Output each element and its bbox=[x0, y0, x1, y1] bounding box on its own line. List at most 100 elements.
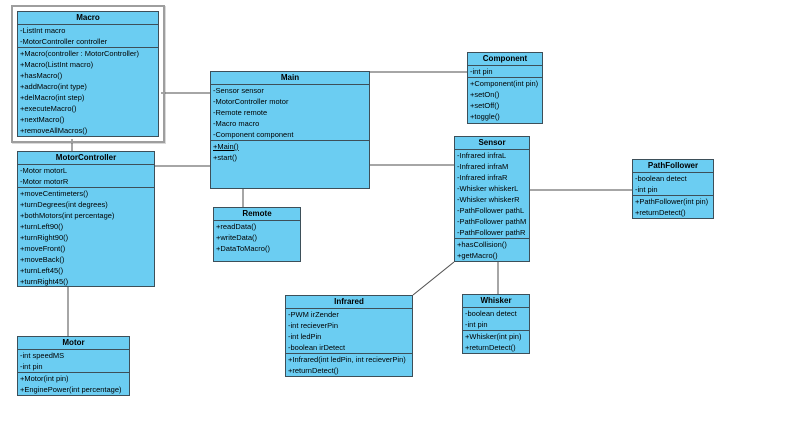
attribute-row: -boolean detect bbox=[465, 309, 517, 318]
class-main[interactable]: Main -Sensor sensor-MotorController moto… bbox=[210, 71, 370, 189]
class-attributes: -boolean detect -int pin bbox=[463, 308, 529, 331]
method-row: +Motor(int pin) bbox=[20, 374, 69, 383]
attribute-row: -int recieverPin bbox=[288, 321, 339, 330]
class-title: Remote bbox=[214, 208, 300, 221]
method-row: +turnDegrees(int degrees) bbox=[20, 200, 108, 209]
method-row: +Infrared(int ledPin, int recieverPin) bbox=[288, 355, 406, 364]
class-infrared[interactable]: Infrared -PWM irZender -int recieverPin -i… bbox=[285, 295, 413, 377]
method-row: +executeMacro() bbox=[20, 104, 77, 113]
class-whisker[interactable]: Whisker -boolean detect -int pin +Whisker… bbox=[462, 294, 530, 354]
class-attributes: -ListInt macro -MotorController controlle… bbox=[18, 25, 158, 48]
method-row: +moveBack() bbox=[20, 255, 65, 264]
connector-sensor-infrared[interactable] bbox=[412, 261, 455, 296]
class-attributes: -Motor motorL -Motor motorR bbox=[18, 165, 154, 188]
method-row: +Macro(controller : MotorController) bbox=[20, 49, 139, 58]
method-row: +start() bbox=[213, 153, 237, 162]
class-motor[interactable]: Motor -int speedMS-int pin +Motor(int pi… bbox=[17, 336, 130, 396]
method-row: +moveCentimeters() bbox=[20, 189, 89, 198]
attribute-row: -int pin bbox=[20, 362, 43, 371]
method-row: +Macro(ListInt macro) bbox=[20, 60, 94, 69]
method-row: +turnRight90() bbox=[20, 233, 69, 242]
class-methods: +readData() +writeData() +DataToMacro() bbox=[214, 221, 300, 254]
class-title: MotorController bbox=[18, 152, 154, 165]
method-row: +getMacro() bbox=[457, 251, 498, 260]
attribute-row: -Sensor sensor bbox=[213, 86, 264, 95]
method-row: +DataToMacro() bbox=[216, 244, 270, 253]
class-methods: +Component(int pin)+setOn()+setOff()+tog… bbox=[468, 78, 542, 122]
method-row: +delMacro(int step) bbox=[20, 93, 85, 102]
attribute-row: -Remote remote bbox=[213, 108, 268, 117]
method-row: +turnLeft90() bbox=[20, 222, 64, 231]
attribute-row: -Motor motorR bbox=[20, 177, 69, 186]
class-title: PathFollower bbox=[633, 160, 713, 173]
attribute-row: -PathFollower pathM bbox=[457, 217, 527, 226]
attribute-row: -MotorController motor bbox=[213, 97, 289, 106]
class-methods: +Motor(int pin) +EnginePower(int percenta… bbox=[18, 373, 129, 395]
method-row: +readData() bbox=[216, 222, 257, 231]
class-methods: +PathFollower(int pin) +returnDetect() bbox=[633, 196, 713, 218]
method-row: +returnDetect() bbox=[635, 208, 686, 217]
attribute-row: -Whisker whiskerL bbox=[457, 184, 519, 193]
attribute-row: -Infrared infraM bbox=[457, 162, 509, 171]
attribute-row: -int ledPin bbox=[288, 332, 322, 341]
class-remote[interactable]: Remote +readData() +writeData() +DataToMac… bbox=[213, 207, 301, 262]
class-title: Component bbox=[468, 53, 542, 66]
method-row: +hasMacro() bbox=[20, 71, 63, 80]
method-row: +turnRight45() bbox=[20, 277, 69, 286]
method-row: +addMacro(int type) bbox=[20, 82, 87, 91]
attribute-row: -Motor motorL bbox=[20, 166, 68, 175]
method-row: +bothMotors(int percentage) bbox=[20, 211, 115, 220]
attribute-row: -Infrared infraR bbox=[457, 173, 508, 182]
attribute-row: -boolean irDetect bbox=[288, 343, 346, 352]
class-title: Macro bbox=[18, 12, 158, 25]
selection-frame-macro bbox=[11, 5, 165, 143]
class-title: Whisker bbox=[463, 295, 529, 308]
method-row: +PathFollower(int pin) bbox=[635, 197, 709, 206]
method-row: +returnDetect() bbox=[288, 366, 339, 375]
method-row: +returnDetect() bbox=[465, 343, 516, 352]
attribute-row: -PathFollower pathL bbox=[457, 206, 525, 215]
method-row: +EnginePower(int percentage) bbox=[20, 385, 122, 394]
class-title: Motor bbox=[18, 337, 129, 350]
method-row: +setOff() bbox=[470, 101, 500, 110]
method-row: +hasCollision() bbox=[457, 240, 507, 249]
method-row: +toggle() bbox=[470, 112, 500, 121]
class-methods: +moveCentimeters() +turnDegrees(int degre… bbox=[18, 188, 154, 287]
class-attributes: -PWM irZender -int recieverPin -int ledPin… bbox=[286, 309, 412, 354]
class-methods: +hasCollision() +getMacro() bbox=[455, 239, 529, 261]
attribute-row: -int pin bbox=[465, 320, 488, 329]
class-attributes: -int pin bbox=[468, 66, 542, 78]
class-methods: +Whisker(int pin) +returnDetect() bbox=[463, 331, 529, 353]
attribute-row: -ListInt macro bbox=[20, 26, 66, 35]
method-row: +moveFront() bbox=[20, 244, 66, 253]
class-attributes: -Infrared infraL -Infrared infraM -Infrare… bbox=[455, 150, 529, 239]
attribute-row: -Whisker whiskerR bbox=[457, 195, 520, 204]
class-pathfollower[interactable]: PathFollower -boolean detect -int pin +Pa… bbox=[632, 159, 714, 219]
class-attributes: -int speedMS-int pin bbox=[18, 350, 129, 373]
class-macro[interactable]: Macro -ListInt macro -MotorController con… bbox=[17, 11, 159, 137]
method-row: +setOn() bbox=[470, 90, 500, 99]
method-row: +nextMacro() bbox=[20, 115, 65, 124]
attribute-row: -int pin bbox=[635, 185, 658, 194]
method-row: +writeData() bbox=[216, 233, 258, 242]
class-title: Infrared bbox=[286, 296, 412, 309]
class-attributes: -Sensor sensor -MotorController motor -Rem… bbox=[211, 85, 369, 141]
class-motorcontroller[interactable]: MotorController -Motor motorL-Motor moto… bbox=[17, 151, 155, 287]
attribute-row: -Macro macro bbox=[213, 119, 260, 128]
attribute-row: -Component component bbox=[213, 130, 294, 139]
attribute-row: -int pin bbox=[470, 67, 493, 76]
method-row: +removeAllMacros() bbox=[20, 126, 88, 135]
class-methods: +Infrared(int ledPin, int recieverPin) +r… bbox=[286, 354, 412, 376]
class-sensor[interactable]: Sensor -Infrared infraL-Infrared infraM-… bbox=[454, 136, 530, 262]
class-methods: +Macro(controller : MotorController) +Mac… bbox=[18, 48, 158, 136]
attribute-row: -Infrared infraL bbox=[457, 151, 507, 160]
attribute-row: -PathFollower pathR bbox=[457, 228, 526, 237]
attribute-row: -MotorController controller bbox=[20, 37, 108, 46]
attribute-row: -PWM irZender bbox=[288, 310, 339, 319]
class-component[interactable]: Component -int pin +Component(int pin)+s… bbox=[467, 52, 543, 124]
method-row: +Whisker(int pin) bbox=[465, 332, 522, 341]
method-row: +Main() bbox=[213, 142, 239, 151]
class-title: Sensor bbox=[455, 137, 529, 150]
attribute-row: -boolean detect bbox=[635, 174, 687, 183]
